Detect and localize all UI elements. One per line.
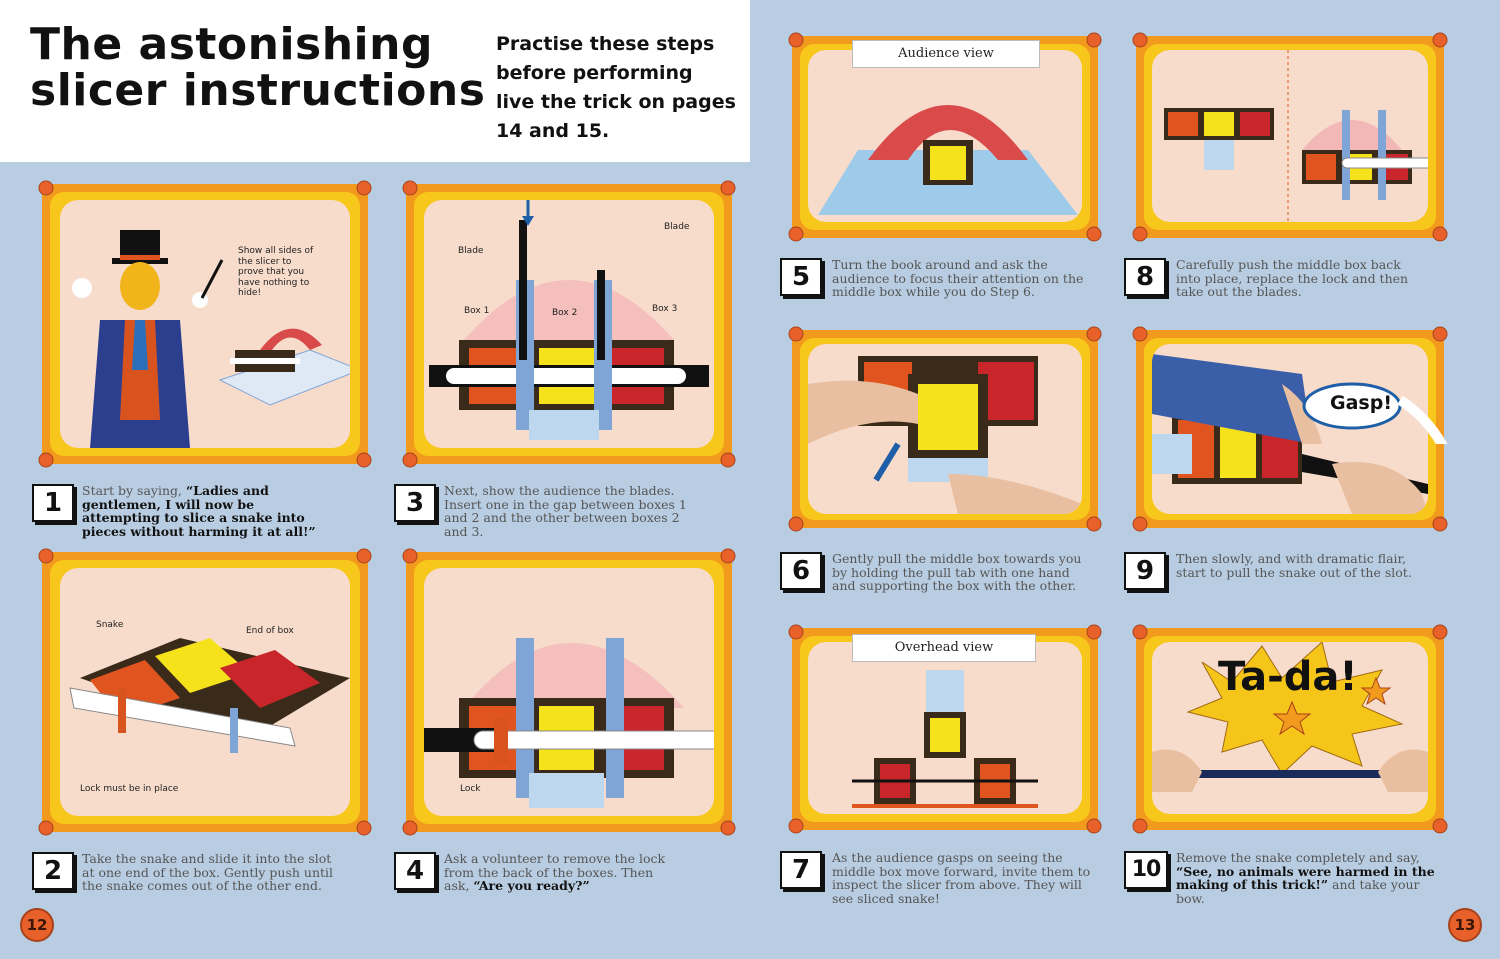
step-text: As the audience gasps on seeing the midd… (832, 850, 1091, 906)
page-number-right: 13 (1448, 908, 1482, 942)
title-line-1: The astonishing (30, 19, 433, 70)
step-number: 4 (394, 852, 436, 890)
step-text: Start by saying, “Ladies and gentlemen, … (82, 483, 316, 539)
stage-10 (1152, 642, 1428, 814)
stage-4: Lock (424, 568, 714, 816)
callout-lock-in-place: Lock must be in place (80, 784, 179, 794)
step-number: 7 (780, 851, 822, 889)
step-number: 6 (780, 552, 822, 590)
title-panel: The astonishing slicer instructions Prac… (0, 0, 750, 162)
stage-3: Blade Blade Box 1 Box 2 Box 3 (424, 200, 714, 448)
step-text: Then slowly, and with dramatic flair, st… (1176, 551, 1412, 580)
lock-removal-illustration (424, 638, 714, 808)
step-text: Take the snake and slide it into the slo… (82, 851, 334, 893)
frame-step-6 (786, 324, 1104, 534)
frame-step-7: Overhead view (786, 622, 1104, 836)
page-number-left: 12 (20, 908, 54, 942)
overhead-view-label: Overhead view (852, 634, 1036, 662)
step-number: 9 (1124, 552, 1166, 590)
stage-9 (1152, 344, 1428, 514)
step-number: 3 (394, 484, 436, 522)
stage-5 (808, 50, 1082, 222)
step-text: Turn the book around and ask the audienc… (832, 257, 1084, 299)
frame-step-4: Lock (400, 546, 738, 838)
reset-illustration (1164, 50, 1428, 222)
callout-blade-left: Blade (458, 246, 484, 256)
magician-illustration (72, 230, 350, 448)
frame-step-3: Blade Blade Box 1 Box 2 Box 3 (400, 178, 738, 470)
step-number: 5 (780, 258, 822, 296)
frame-step-8 (1130, 30, 1450, 244)
stage-1: Show all sides of the slicer to prove th… (60, 200, 350, 448)
frame-step-5: Audience view (786, 30, 1104, 244)
callout-blade-right: Blade (664, 222, 690, 232)
step-text: Next, show the audience the blades. Inse… (444, 483, 687, 539)
stage-2: Snake End of box Lock must be in place (60, 568, 350, 816)
gasp-speech-bubble (1302, 382, 1448, 444)
overhead-view-illustration (852, 670, 1038, 808)
slicer-blades-illustration (429, 200, 709, 440)
step-text: Gently pull the middle box towards you b… (832, 551, 1082, 593)
callout-box-3: Box 3 (652, 304, 678, 314)
callout-snake: Snake (96, 620, 124, 630)
callout-show-sides: Show all sides of the slicer to prove th… (238, 246, 314, 298)
callout-box-2: Box 2 (552, 308, 578, 318)
tada-illustration (1152, 642, 1428, 792)
title-line-2: slicer instructions (30, 65, 486, 116)
stage-7 (808, 642, 1082, 814)
stage-6 (808, 344, 1082, 514)
frame-step-2: Snake End of box Lock must be in place (36, 546, 374, 838)
callout-end-of-box: End of box (246, 626, 294, 636)
page-title: The astonishing slicer instructions (30, 22, 485, 114)
callout-box-1: Box 1 (464, 306, 490, 316)
tada-text: Ta-da! (1218, 654, 1358, 700)
pull-middle-box-illustration (808, 356, 1082, 514)
step-number: 2 (32, 852, 74, 890)
pull-snake-illustration (1152, 354, 1428, 514)
gasp-text: Gasp! (1330, 392, 1392, 414)
frame-step-9: Gasp! (1130, 324, 1450, 534)
intro-text: Practise these steps before performing l… (496, 33, 736, 142)
step-text: Ask a volunteer to remove the lock from … (444, 851, 666, 893)
frame-step-1: Show all sides of the slicer to prove th… (36, 178, 374, 470)
stage-8 (1152, 50, 1428, 222)
snake-insert-illustration (69, 638, 350, 753)
step-number: 1 (32, 484, 74, 522)
step-text: Carefully push the middle box back into … (1176, 257, 1409, 299)
audience-view-illustration (818, 105, 1078, 215)
callout-lock: Lock (460, 784, 481, 794)
step-number: 10 (1124, 851, 1168, 889)
step-number: 8 (1124, 258, 1166, 296)
step-text: Remove the snake completely and say, “Se… (1176, 850, 1435, 906)
audience-view-label: Audience view (852, 40, 1040, 68)
frame-step-10: Ta-da! (1130, 622, 1450, 836)
